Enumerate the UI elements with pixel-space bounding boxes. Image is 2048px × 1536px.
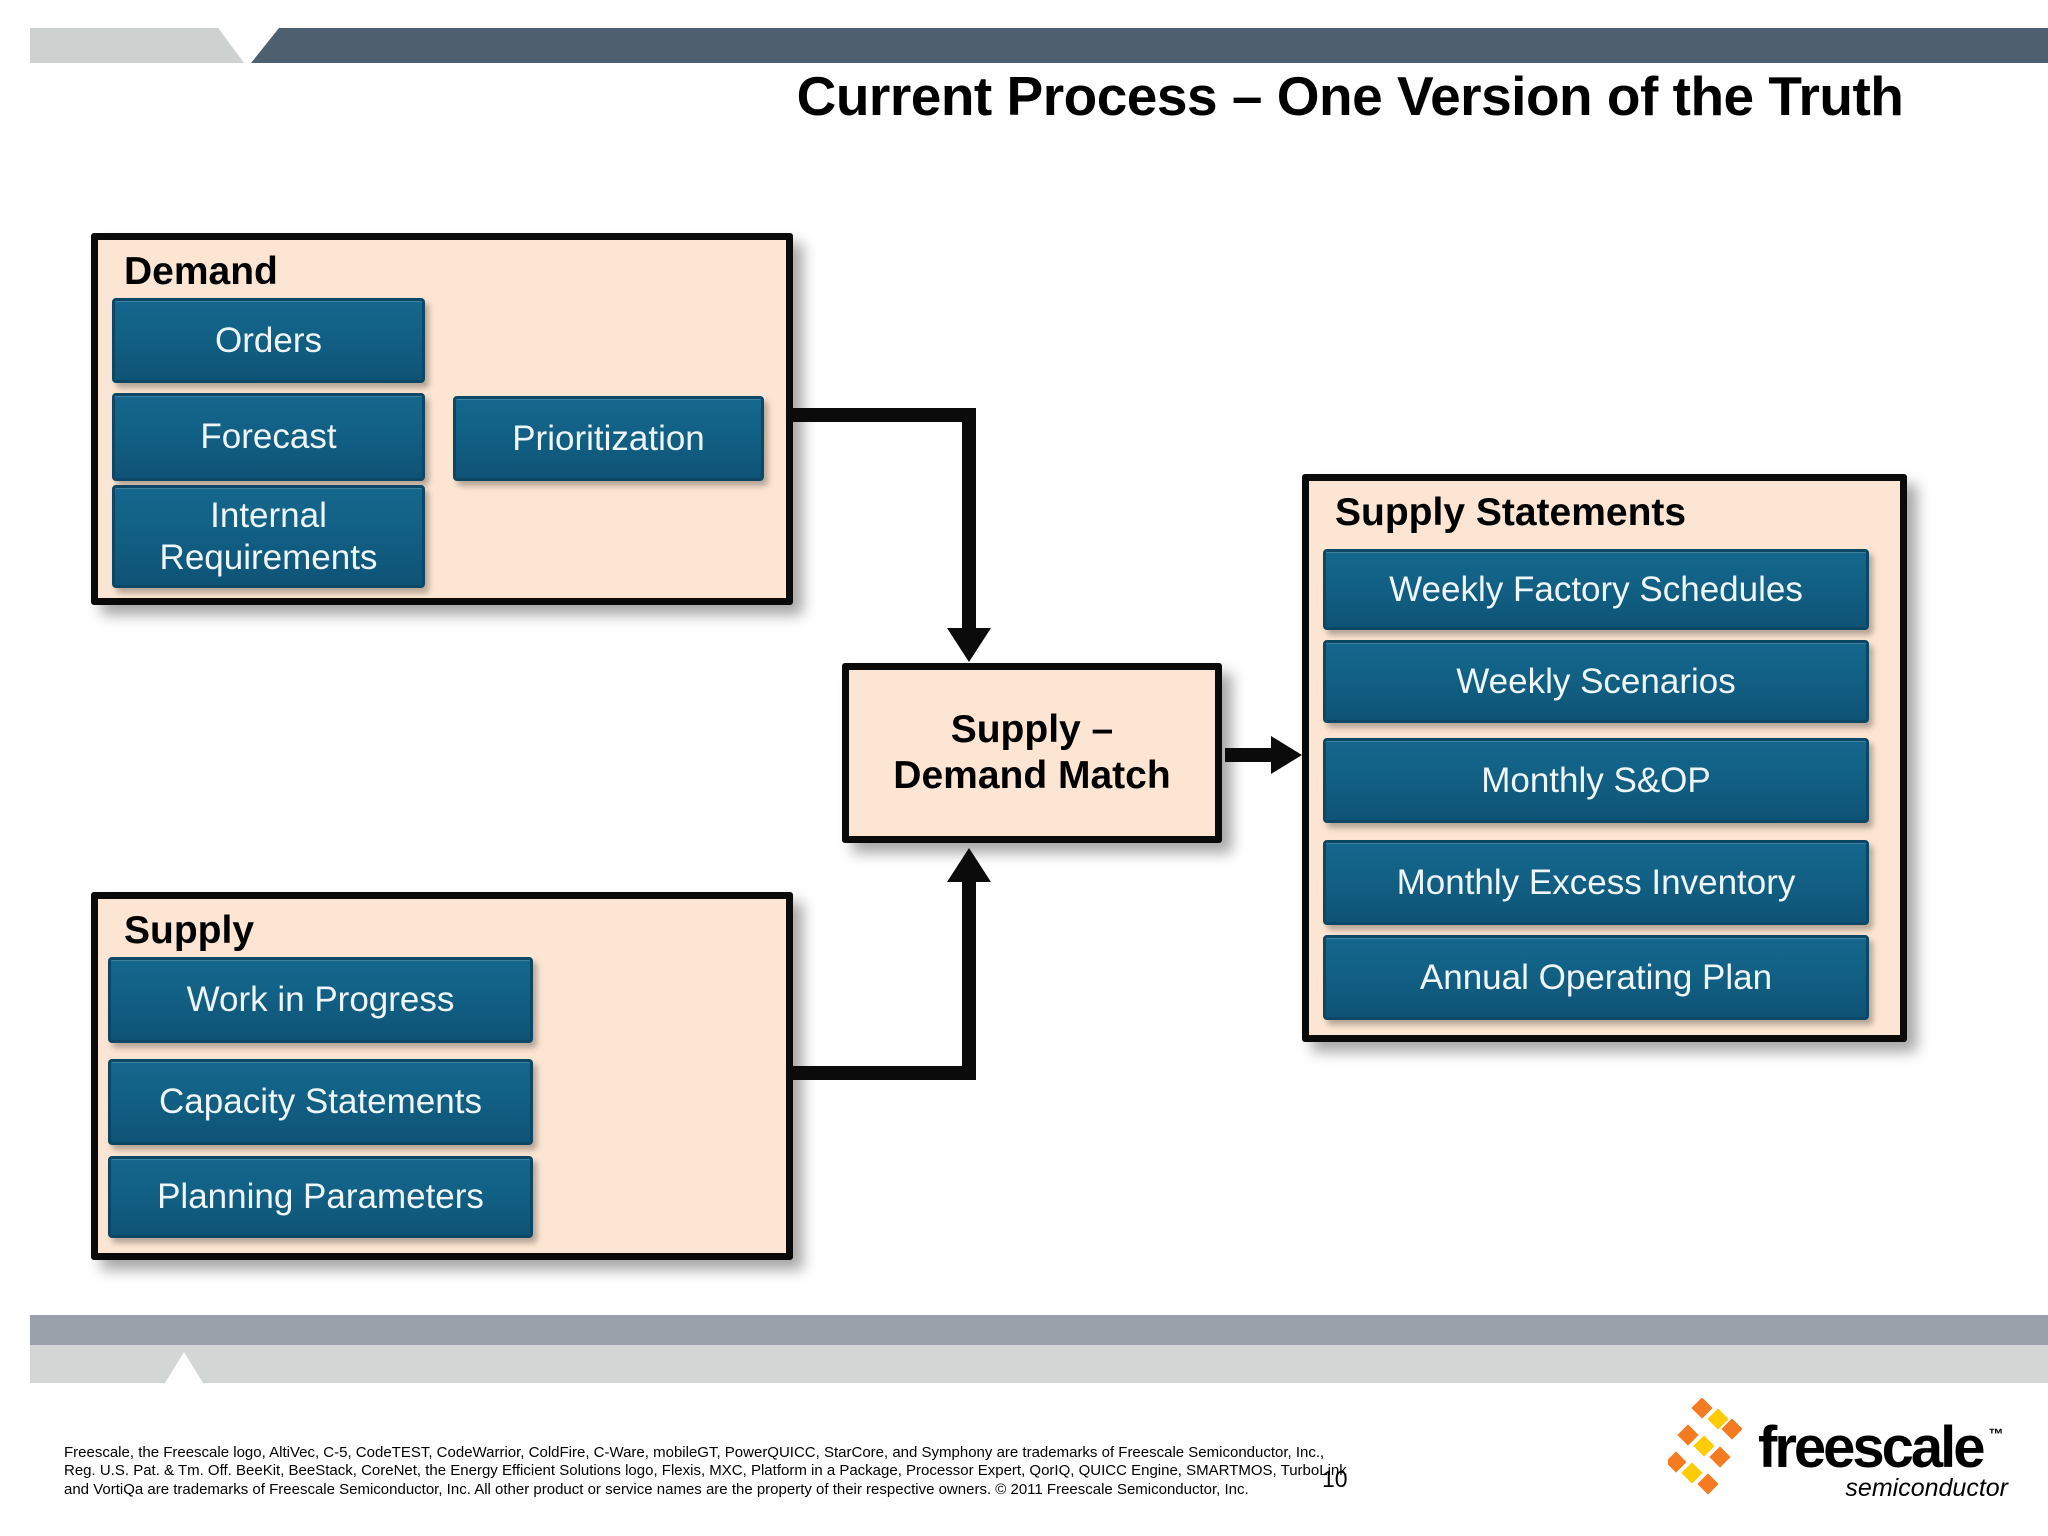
footer-band-light [30,1345,2048,1383]
demand-item-orders: Orders [112,298,425,383]
demand-item-prioritization: Prioritization [453,396,764,481]
arrow-segment [962,882,976,1080]
demand-panel: Demand Orders Forecast Internal Requirem… [91,233,793,605]
statement-item-monthly-sop: Monthly S&OP [1323,738,1869,823]
demand-item-internal-requirements: Internal Requirements [112,485,425,588]
freescale-brand-text: freescale [1758,1415,1986,1480]
supply-panel-title: Supply [124,909,255,952]
statement-item-monthly-excess-inventory: Monthly Excess Inventory [1323,840,1869,925]
arrow-segment [962,408,976,632]
trademark-line: and VortiQa are trademarks of Freescale … [64,1480,1249,1498]
supply-item-capacity-statements: Capacity Statements [108,1059,533,1145]
statement-item-weekly-scenarios: Weekly Scenarios [1323,640,1869,723]
trademark-symbol: ™ [1988,1426,2004,1443]
arrowhead-down-icon [947,628,991,662]
freescale-tagline: semiconductor [1845,1474,2008,1502]
supply-statements-panel: Supply Statements Weekly Factory Schedul… [1302,474,1907,1042]
demand-panel-title: Demand [124,250,278,293]
freescale-logo-mark-icon [1668,1398,1743,1495]
footer-band-dark [30,1315,2048,1345]
supply-demand-match-label: Supply – Demand Match [893,707,1171,797]
footer-band-notch [165,1352,203,1383]
supply-statements-panel-title: Supply Statements [1335,491,1687,534]
arrow-segment [1225,748,1273,762]
trademark-line: Reg. U.S. Pat. & Tm. Off. BeeKit, BeeSta… [64,1462,1347,1480]
header-bar-dark [251,28,2048,63]
statement-item-weekly-factory-schedules: Weekly Factory Schedules [1323,549,1869,630]
statement-item-annual-operating-plan: Annual Operating Plan [1323,935,1869,1020]
arrowhead-right-icon [1271,736,1302,774]
demand-item-forecast: Forecast [112,393,425,481]
page-number: 10 [1322,1466,1348,1492]
supply-item-planning-parameters: Planning Parameters [108,1156,533,1238]
supply-panel: Supply Work in Progress Capacity Stateme… [91,892,793,1260]
arrow-segment [786,1066,976,1080]
header-bar-light [30,28,244,63]
arrowhead-up-icon [947,848,991,882]
supply-demand-match-panel: Supply – Demand Match [842,663,1222,843]
page-title: Current Process – One Version of the Tru… [796,65,1904,127]
arrow-segment [786,408,976,422]
trademark-text: Freescale, the Freescale logo, AltiVec, … [64,1444,1347,1499]
supply-item-work-in-progress: Work in Progress [108,957,533,1043]
trademark-line: Freescale, the Freescale logo, AltiVec, … [64,1444,1325,1461]
